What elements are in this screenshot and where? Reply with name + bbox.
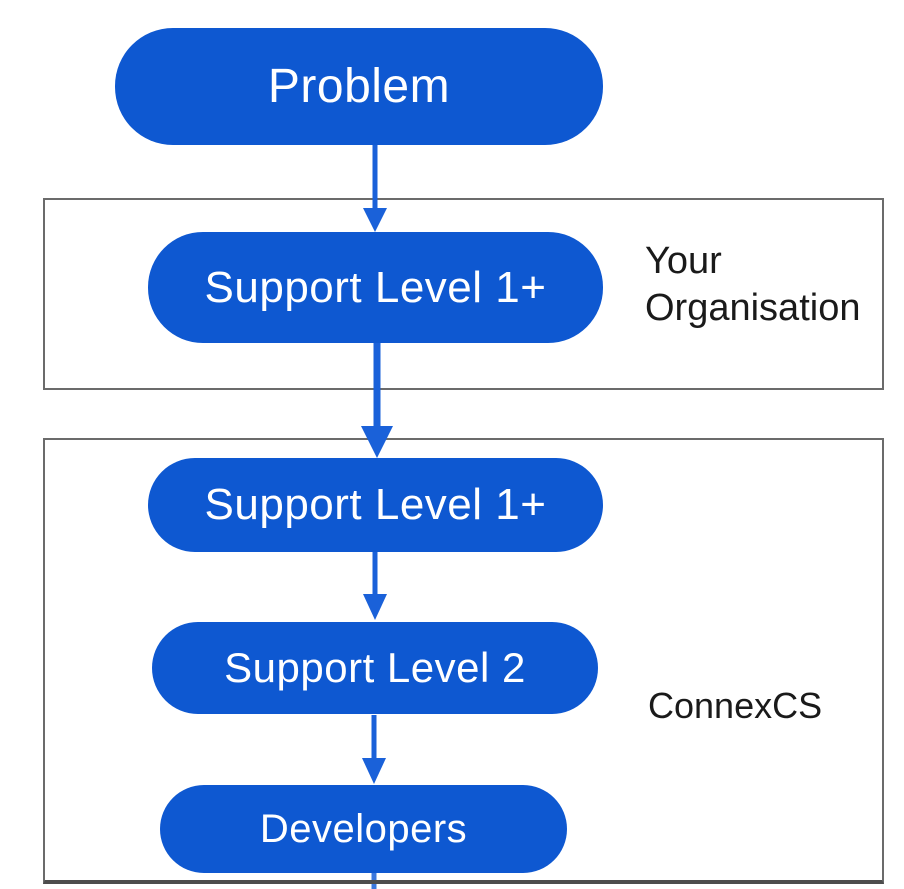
node-cx-support-level-2-label: Support Level 2 xyxy=(224,644,526,691)
node-cx-support-level-1-label: Support Level 1+ xyxy=(204,480,547,529)
node-problem: Problem xyxy=(115,28,603,145)
your-organisation-box xyxy=(43,198,884,390)
node-cx-developers: Developers xyxy=(160,785,567,873)
connexcs-box xyxy=(43,438,884,884)
node-problem-label: Problem xyxy=(267,60,451,113)
node-org-support-level-1: Support Level 1+ xyxy=(148,232,603,343)
node-cx-developers-label: Developers xyxy=(259,806,468,851)
your-organisation-label: Your Organisation xyxy=(645,240,861,329)
node-org-support-level-1-label: Support Level 1+ xyxy=(204,262,547,312)
node-cx-support-level-2: Support Level 2 xyxy=(152,622,598,714)
node-cx-support-level-1: Support Level 1+ xyxy=(148,458,603,552)
connexcs-label: ConnexCS xyxy=(648,685,823,726)
